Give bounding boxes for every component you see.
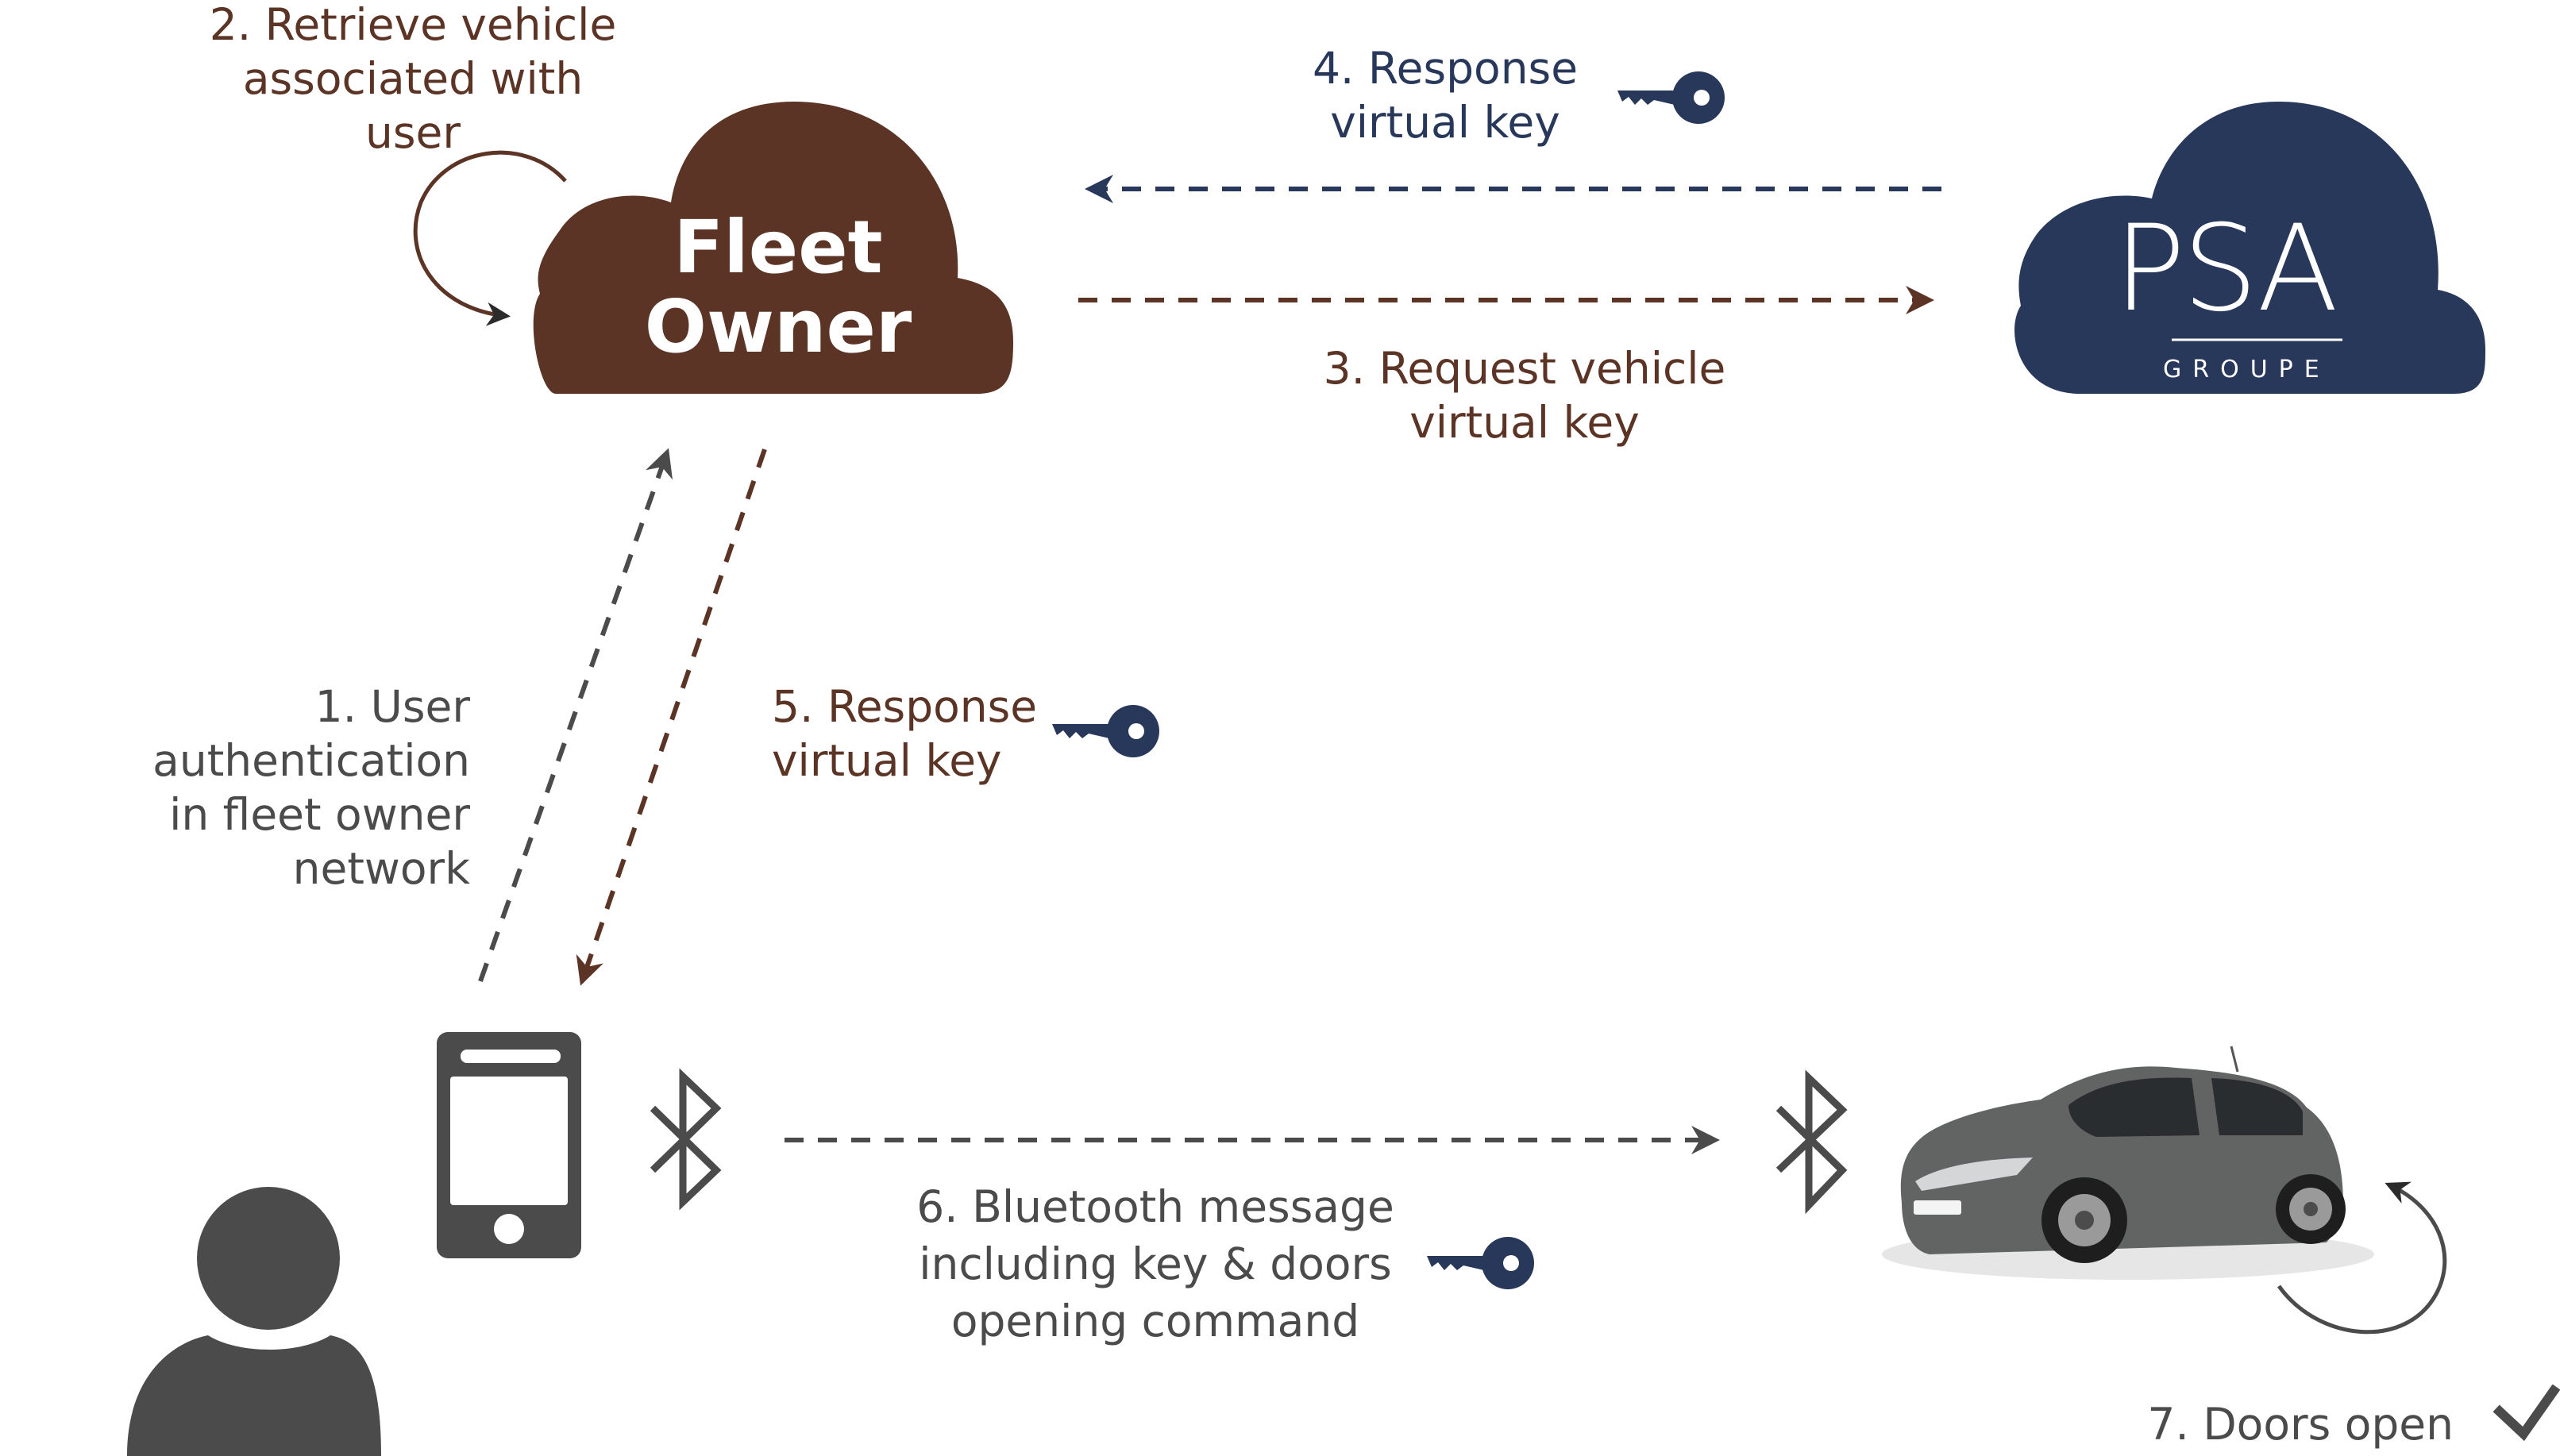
- step-4-label: 4. Response virtual key: [1312, 43, 1579, 148]
- step-7-label: 7. Doors open: [2147, 1399, 2454, 1450]
- key-icon: [1617, 71, 1725, 124]
- bluetooth-icon: [1775, 1069, 1848, 1215]
- step-5-label: 5. Response virtual key: [772, 681, 1038, 786]
- step-2-label: 2. Retrieve vehicle associated with user: [209, 0, 617, 158]
- psa-logo-text: PSA: [2114, 200, 2338, 338]
- fleet-owner-cloud: [533, 102, 1013, 394]
- cycle-arrow-icon: [2277, 1181, 2447, 1335]
- arrow-response-virtual-key-fleet: [576, 449, 767, 986]
- psa-logo-subtitle: GROUPE: [2163, 356, 2331, 383]
- step-3-label: 3. Request vehicle virtual key: [1323, 343, 1726, 448]
- step-6-label: 6. Bluetooth message including key & doo…: [916, 1181, 1394, 1346]
- checkmark-icon: [2493, 1384, 2560, 1442]
- user-icon: [127, 1187, 381, 1456]
- smartphone-icon: [437, 1032, 581, 1258]
- cycle-arrow-icon: [413, 150, 567, 326]
- car-icon: [1882, 1046, 2374, 1280]
- psa-groupe-cloud: [2014, 102, 2485, 394]
- bluetooth-icon: [650, 1068, 722, 1211]
- key-icon: [1427, 1237, 1534, 1289]
- step-1-label: 1. User authentication in fleet owner ne…: [152, 681, 470, 894]
- fleet-owner-title-line2: Owner: [644, 284, 912, 369]
- fleet-owner-title-line1: Fleet: [673, 205, 883, 290]
- arrow-user-authentication: [478, 448, 673, 982]
